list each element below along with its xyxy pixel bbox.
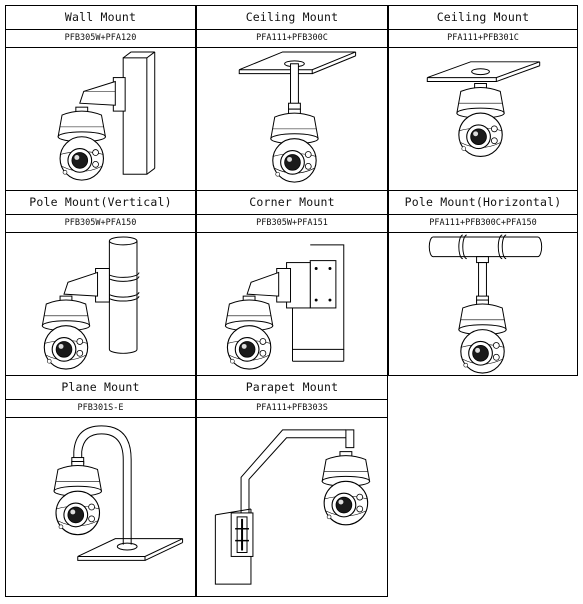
mount-model: PFB305W+PFA150 [6,215,195,233]
plane-mount-illustration [6,418,195,596]
mount-title: Parapet Mount [197,376,387,400]
pole-horizontal-illustration [389,233,577,375]
mount-title: Wall Mount [6,6,195,30]
mount-card-plane: Plane Mount PFB301S-E [5,375,196,597]
corner-mount-illustration [197,233,387,375]
mount-title: Pole Mount(Vertical) [6,191,195,215]
mount-model: PFA111+PFB300C [197,30,387,48]
pole-vertical-illustration [6,233,195,375]
mount-card-ceiling-1: Ceiling Mount PFA111+PFB300C [196,5,388,191]
mount-card-corner: Corner Mount PFB305W+PFA151 [196,190,388,376]
mount-card-pole-horizontal: Pole Mount(Horizontal) PFA111+PFB300C+PF… [388,190,578,376]
mount-model: PFA111+PFB303S [197,400,387,418]
mount-title: Plane Mount [6,376,195,400]
mount-title: Ceiling Mount [197,6,387,30]
mount-model: PFB305W+PFA120 [6,30,195,48]
wall-mount-illustration [6,48,195,190]
mount-card-parapet: Parapet Mount PFA111+PFB303S [196,375,388,597]
ceiling-mount-illustration [197,48,387,190]
mount-model: PFB305W+PFA151 [197,215,387,233]
mount-model: PFA111+PFB300C+PFA150 [389,215,577,233]
ceiling-mount-illustration [389,48,577,190]
mount-model: PFB301S-E [6,400,195,418]
parapet-mount-illustration [197,418,387,596]
mount-title: Pole Mount(Horizontal) [389,191,577,215]
mount-title: Ceiling Mount [389,6,577,30]
mount-title: Corner Mount [197,191,387,215]
mount-card-ceiling-2: Ceiling Mount PFA111+PFB301C [388,5,578,191]
mount-card-wall: Wall Mount PFB305W+PFA120 [5,5,196,191]
mount-model: PFA111+PFB301C [389,30,577,48]
mount-card-pole-vertical: Pole Mount(Vertical) PFB305W+PFA150 [5,190,196,376]
